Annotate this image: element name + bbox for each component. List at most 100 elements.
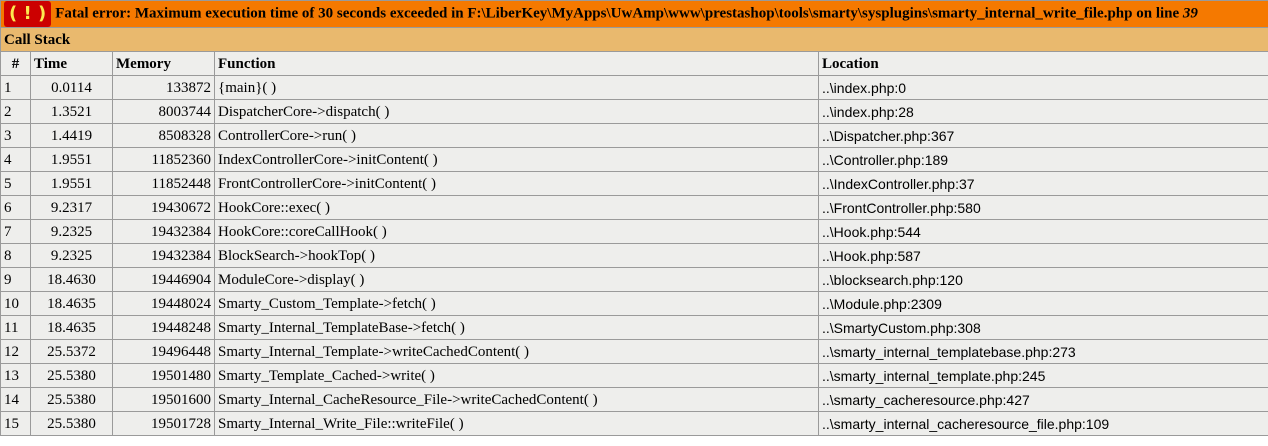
frame-number: 5	[0, 171, 31, 196]
frame-location: ..\Hook.php:587	[817, 243, 1268, 268]
frame-location: ..\index.php:28	[817, 99, 1268, 124]
frame-time: 1.4419	[30, 123, 113, 148]
frame-time: 25.5380	[30, 411, 113, 436]
frame-location: ..\IndexController.php:37	[817, 171, 1268, 196]
frame-function: ModuleCore->display( )	[214, 267, 819, 292]
frame-number: 7	[0, 219, 31, 244]
frame-memory: 19501480	[112, 363, 215, 388]
frame-memory: 19501600	[112, 387, 215, 412]
frame-location: ..\Controller.php:189	[817, 147, 1268, 172]
frame-number: 10	[0, 291, 31, 316]
fatal-error-header: ( ! )Fatal error: Maximum execution time…	[0, 0, 1268, 28]
frame-function: ControllerCore->run( )	[214, 123, 819, 148]
frame-number: 8	[0, 243, 31, 268]
frame-location: ..\Dispatcher.php:367	[817, 123, 1268, 148]
frame-number: 4	[0, 147, 31, 172]
frame-number: 14	[0, 387, 31, 412]
frame-memory: 19430672	[112, 195, 215, 220]
column-header-location: Location	[817, 51, 1268, 76]
frame-memory: 19446904	[112, 267, 215, 292]
xdebug-error-table: ( ! )Fatal error: Maximum execution time…	[0, 0, 1268, 436]
frame-number: 9	[0, 267, 31, 292]
frame-number: 11	[0, 315, 31, 340]
frame-location: ..\smarty_cacheresource.php:427	[817, 387, 1268, 412]
frame-time: 18.4635	[30, 291, 113, 316]
frame-function: DispatcherCore->dispatch( )	[214, 99, 819, 124]
frame-location: ..\smarty_internal_cacheresource_file.ph…	[817, 411, 1268, 436]
frame-time: 1.3521	[30, 99, 113, 124]
frame-location: ..\smarty_internal_templatebase.php:273	[817, 339, 1268, 364]
frame-memory: 19496448	[112, 339, 215, 364]
frame-time: 9.2317	[30, 195, 113, 220]
frame-function: Smarty_Internal_Write_File::writeFile( )	[214, 411, 819, 436]
frame-time: 18.4635	[30, 315, 113, 340]
frame-number: 12	[0, 339, 31, 364]
frame-location: ..\SmartyCustom.php:308	[817, 315, 1268, 340]
column-header-num: #	[0, 51, 31, 76]
error-line-number: 39	[1182, 5, 1198, 22]
frame-time: 25.5380	[30, 387, 113, 412]
frame-time: 18.4630	[30, 267, 113, 292]
frame-function: IndexControllerCore->initContent( )	[214, 147, 819, 172]
frame-memory: 19501728	[112, 411, 215, 436]
frame-function: HookCore::coreCallHook( )	[214, 219, 819, 244]
frame-function: Smarty_Internal_TemplateBase->fetch( )	[214, 315, 819, 340]
frame-time: 9.2325	[30, 243, 113, 268]
frame-number: 1	[0, 75, 31, 100]
frame-function: Smarty_Custom_Template->fetch( )	[214, 291, 819, 316]
frame-time: 1.9551	[30, 147, 113, 172]
frame-memory: 133872	[112, 75, 215, 100]
frame-memory: 8508328	[112, 123, 215, 148]
frame-number: 6	[0, 195, 31, 220]
frame-number: 13	[0, 363, 31, 388]
frame-time: 0.0114	[30, 75, 113, 100]
frame-memory: 19448248	[112, 315, 215, 340]
frame-location: ..\FrontController.php:580	[817, 195, 1268, 220]
frame-memory: 11852448	[112, 171, 215, 196]
frame-function: {main}( )	[214, 75, 819, 100]
frame-memory: 19432384	[112, 243, 215, 268]
call-stack-title: Call Stack	[0, 27, 1268, 52]
frame-memory: 19432384	[112, 219, 215, 244]
frame-time: 25.5372	[30, 339, 113, 364]
frame-function: Smarty_Internal_CacheResource_File->writ…	[214, 387, 819, 412]
frame-memory: 8003744	[112, 99, 215, 124]
frame-number: 2	[0, 99, 31, 124]
frame-time: 25.5380	[30, 363, 113, 388]
column-header-time: Time	[30, 51, 113, 76]
column-header-function: Function	[214, 51, 819, 76]
error-message: Fatal error: Maximum execution time of 3…	[55, 5, 1183, 22]
frame-location: ..\Module.php:2309	[817, 291, 1268, 316]
call-stack-title-row: Call Stack	[0, 27, 1268, 52]
frame-memory: 19448024	[112, 291, 215, 316]
frame-time: 1.9551	[30, 171, 113, 196]
column-header-row: # Time Memory Function Location	[0, 51, 1268, 76]
frame-location: ..\index.php:0	[817, 75, 1268, 100]
frame-function: Smarty_Internal_Template->writeCachedCon…	[214, 339, 819, 364]
frame-function: HookCore::exec( )	[214, 195, 819, 220]
frame-memory: 11852360	[112, 147, 215, 172]
frame-function: Smarty_Template_Cached->write( )	[214, 363, 819, 388]
frame-number: 15	[0, 411, 31, 436]
frame-location: ..\Hook.php:544	[817, 219, 1268, 244]
frame-time: 9.2325	[30, 219, 113, 244]
error-alert-icon: ( ! )	[4, 1, 52, 27]
frame-function: FrontControllerCore->initContent( )	[214, 171, 819, 196]
frame-number: 3	[0, 123, 31, 148]
